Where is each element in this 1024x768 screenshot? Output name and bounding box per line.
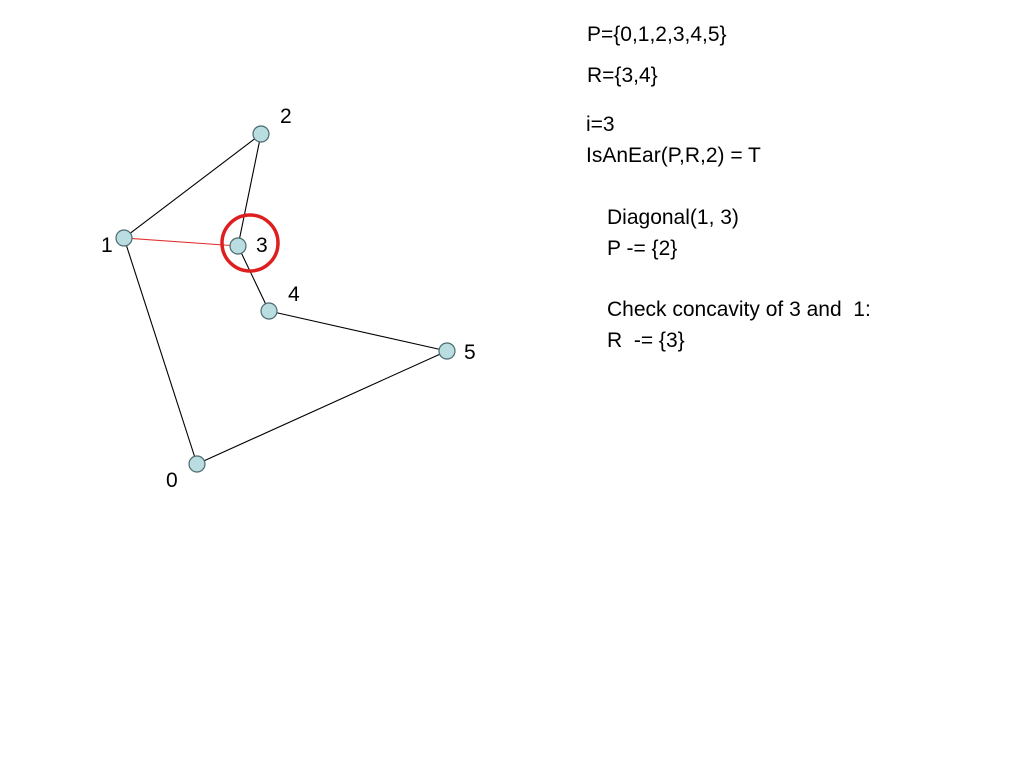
- edge-4-5: [268, 310, 448, 352]
- vertex-label-5: 5: [464, 341, 476, 364]
- edge-5-0: [196, 350, 448, 465]
- vertex-2: [252, 125, 270, 143]
- vertex-label-0: 0: [166, 469, 178, 492]
- vertex-label-1: 1: [101, 234, 113, 257]
- highlight-circle-vertex-3: [220, 213, 280, 273]
- vertex-label-4: 4: [288, 283, 300, 306]
- check-concavity-text: Check concavity of 3 and 1:: [607, 298, 871, 321]
- vertex-3: [229, 237, 247, 255]
- is-an-ear-text: IsAnEar(P,R,2) = T: [586, 144, 761, 167]
- vertex-label-2: 2: [280, 105, 292, 128]
- vertex-1: [115, 229, 133, 247]
- edge-0-1: [123, 237, 198, 465]
- edge-3-4: [237, 245, 270, 312]
- p-update-text: P -= {2}: [607, 237, 678, 260]
- vertex-4: [260, 302, 278, 320]
- r-set-text: R={3,4}: [587, 64, 658, 87]
- vertex-0: [188, 455, 206, 473]
- i-value-text: i=3: [586, 113, 615, 136]
- p-set-text: P={0,1,2,3,4,5}: [587, 23, 727, 46]
- diagonal-call-text: Diagonal(1, 3): [607, 206, 739, 229]
- r-update-text: R -= {3}: [607, 329, 685, 352]
- edge-2-3: [237, 133, 262, 247]
- edge-1-2: [123, 133, 262, 239]
- diagonal-1-3: [123, 237, 239, 247]
- vertex-5: [438, 342, 456, 360]
- vertex-label-3: 3: [256, 234, 268, 257]
